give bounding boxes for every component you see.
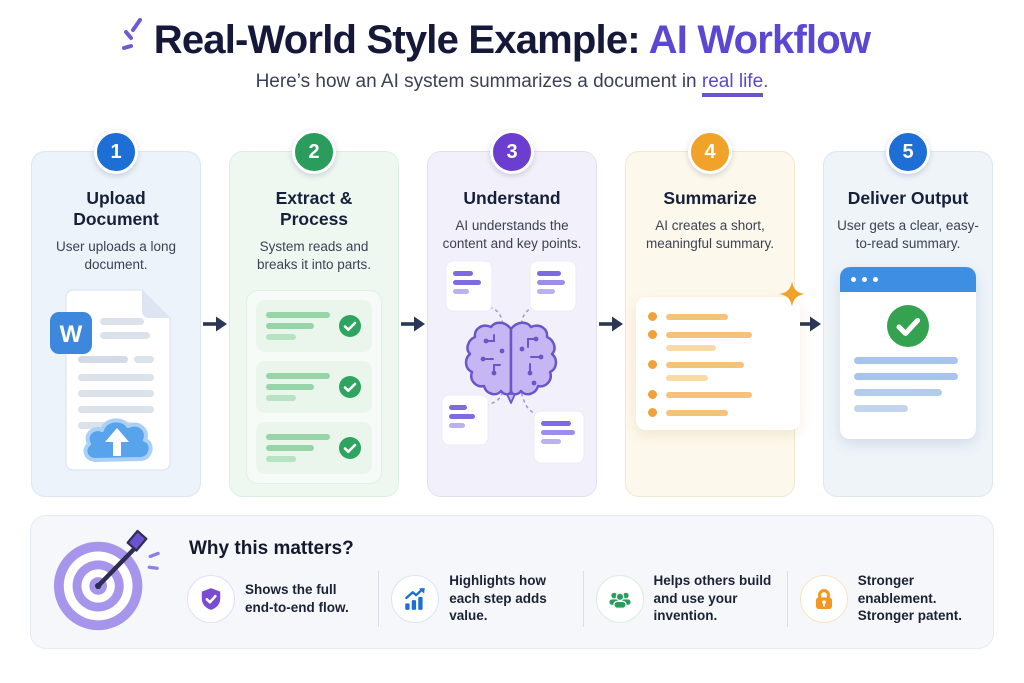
- step-description: AI creates a short, meaningful summary.: [645, 218, 775, 252]
- why-item-text: Shows the full end-to-end flow.: [245, 581, 349, 615]
- bullet-subline: [666, 345, 716, 352]
- browser-body: [840, 292, 976, 413]
- title-main: Real-World Style Example:: [153, 18, 641, 62]
- word-logo-letter: W: [60, 321, 83, 348]
- step-number-badge: 1: [94, 130, 138, 174]
- step-card-upload: 1 Upload Document User uploads a long do…: [31, 130, 201, 497]
- why-item-others: Helps others build and use your inventio…: [595, 572, 775, 625]
- chunk-row: [256, 361, 372, 414]
- page-title: Real-World Style Example: AI Workflow: [153, 18, 871, 62]
- bullet-subline: [666, 375, 708, 382]
- why-item-text: Helps others build and use your inventio…: [653, 572, 772, 624]
- people-icon: [595, 574, 644, 623]
- brain-mindmap-icon: [438, 260, 586, 467]
- divider: [378, 570, 380, 627]
- subtitle: Here’s how an AI system summarizes a doc…: [0, 71, 1024, 97]
- dart-target-icon: [53, 529, 160, 631]
- chunk-row: [256, 300, 372, 353]
- step-title: Deliver Output: [847, 188, 969, 208]
- lock-icon: [799, 574, 848, 623]
- bullet-row: [648, 390, 788, 400]
- step-card-understand: 3 Understand AI understands the content …: [427, 130, 597, 497]
- check-circle-icon: [339, 376, 361, 399]
- shield-check-icon: [187, 574, 235, 623]
- subtitle-text: Here’s how an AI system summarizes a doc…: [255, 71, 702, 92]
- header: Real-World Style Example: AI Workflow He…: [0, 0, 1024, 97]
- success-check-icon: [887, 305, 929, 348]
- why-this-matters-panel: Why this matters? Shows the full end-to-…: [30, 515, 994, 649]
- chunk-lines: [266, 434, 330, 463]
- why-item-text: Stronger enablement. Stronger patent.: [857, 572, 963, 624]
- divider: [786, 570, 788, 627]
- step-number-badge: 2: [292, 130, 336, 174]
- word-document-cloud-upload-icon: W: [42, 280, 190, 485]
- footer-content: Why this matters? Shows the full end-to-…: [165, 538, 979, 627]
- divider: [582, 570, 584, 627]
- title-wrap: Real-World Style Example: AI Workflow: [121, 18, 871, 62]
- subtitle-accent: real life: [701, 71, 764, 97]
- title-accent: AI Workflow: [639, 18, 871, 62]
- bullet-row: [648, 360, 788, 370]
- flow-arrow-icon: [399, 151, 427, 497]
- step-title: Understand: [463, 188, 561, 208]
- step-description: User uploads a long document.: [55, 239, 177, 273]
- bullet-summary-card-icon: [636, 281, 805, 431]
- check-circle-icon: [339, 315, 361, 338]
- step-description: System reads and breaks it into parts.: [256, 239, 372, 273]
- bar-chart-icon: [391, 574, 440, 623]
- workflow-steps: 1 Upload Document User uploads a long do…: [0, 130, 1024, 497]
- check-circle-icon: [339, 437, 361, 460]
- browser-titlebar: [840, 267, 976, 293]
- step-description: AI understands the content and key point…: [442, 218, 582, 252]
- bullet-row: [648, 408, 788, 418]
- flow-arrow-icon: [201, 151, 229, 497]
- footer-heading: Why this matters?: [189, 537, 354, 559]
- step-title: Extract & Process: [275, 188, 353, 229]
- chunk-lines: [266, 373, 330, 402]
- step-number-badge: 5: [886, 130, 930, 174]
- bullet-row: [648, 312, 788, 322]
- chunk-row: [256, 422, 372, 475]
- step-card-extract: 2 Extract & Process System reads and bre…: [229, 130, 399, 497]
- burst-sparkle-icon: [121, 18, 142, 50]
- chunk-lines: [266, 312, 330, 341]
- step-card-summarize: 4 Summarize AI creates a short, meaningf…: [625, 130, 805, 497]
- star-sparkle-icon: [779, 281, 805, 308]
- flow-arrow-icon: [597, 151, 625, 497]
- why-item-flow: Shows the full end-to-end flow.: [187, 574, 366, 623]
- subtitle-period: .: [763, 71, 769, 92]
- why-item-text: Highlights how each step adds value.: [449, 572, 547, 624]
- infographic-root: Real-World Style Example: AI Workflow He…: [0, 0, 1024, 649]
- footer-items: Shows the full end-to-end flow. Highligh…: [187, 570, 979, 627]
- step-card-deliver: 5 Deliver Output User gets a clear, easy…: [823, 130, 993, 497]
- chunked-list-with-checks-icon: [246, 290, 382, 485]
- step-title: Upload Document: [73, 188, 159, 229]
- step-title: Summarize: [663, 188, 757, 208]
- bullet-row: [648, 330, 788, 340]
- browser-window-check-icon: [840, 267, 976, 440]
- step-number-badge: 4: [688, 130, 732, 174]
- why-item-value: Highlights how each step adds value.: [391, 572, 570, 625]
- step-number-badge: 3: [490, 130, 534, 174]
- why-item-patent: Stronger enablement. Stronger patent.: [799, 572, 979, 625]
- step-description: User gets a clear, easy-to-read summary.: [837, 218, 979, 252]
